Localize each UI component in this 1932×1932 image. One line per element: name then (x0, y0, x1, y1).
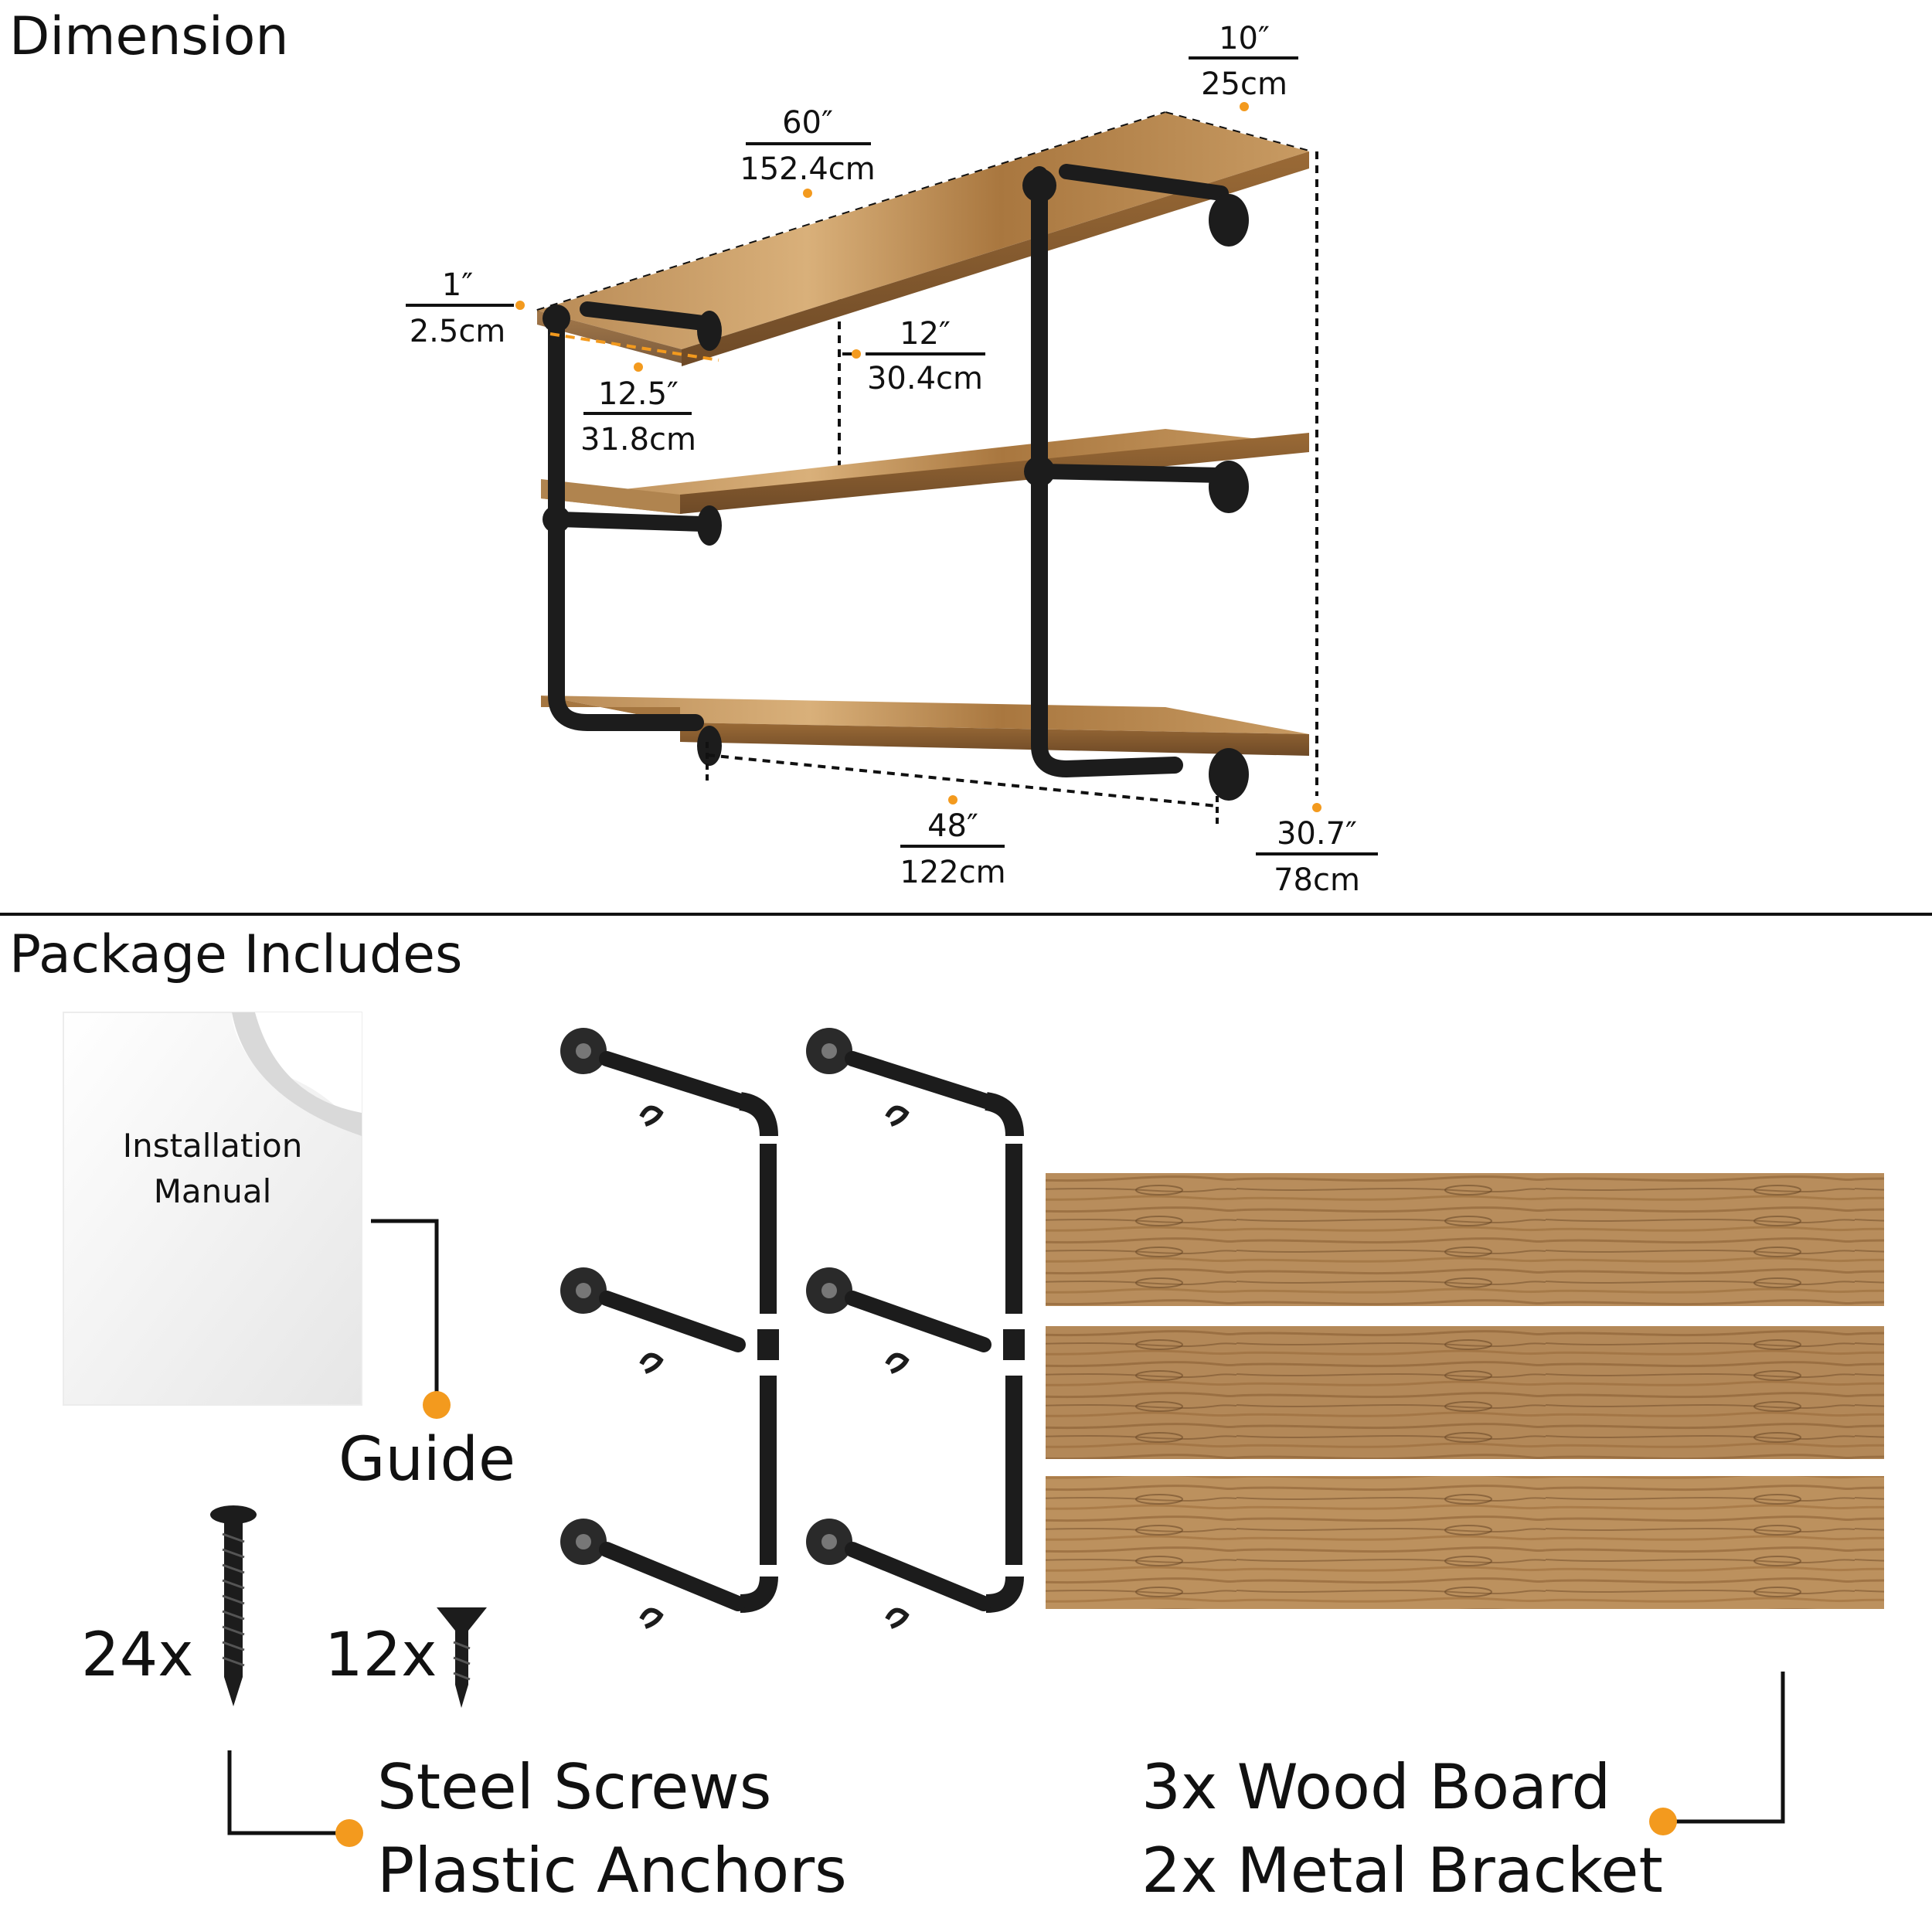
wood-label-line1: 3x Wood Board (1141, 1751, 1611, 1823)
long-screw-count: 24x (81, 1621, 193, 1690)
shelf-unit-illustration (536, 111, 1318, 827)
guide-leader-line (371, 1219, 439, 1397)
dim-spacing: 12″ 30.4cm (852, 316, 985, 396)
wood-board-3 (1046, 1476, 1884, 1609)
manual-title-line2: Manual (154, 1172, 272, 1210)
dim-thickness: 1″ 2.5cm (406, 267, 525, 349)
wood-boards (1046, 1173, 1884, 1609)
wood-board-1 (1046, 1173, 1884, 1306)
dim-length-imperial: 60″ (782, 105, 833, 141)
dim-thickness-metric: 2.5cm (410, 314, 506, 349)
package-title: Package Includes (9, 924, 462, 985)
dim-height: 30.7″ 78cm (1256, 803, 1378, 898)
guide-label: Guide (338, 1425, 515, 1495)
dim-depth-metric: 25cm (1201, 66, 1287, 102)
metal-bracket-parts (560, 1028, 1025, 1629)
short-screw-count: 12x (325, 1621, 437, 1690)
dim-depth: 10″ 25cm (1189, 21, 1298, 111)
dim-spacing-imperial: 12″ (900, 316, 951, 352)
dim-length: 60″ 152.4cm (740, 105, 876, 198)
manual-title-line1: Installation (123, 1127, 303, 1165)
dim-bracket-span-metric: 122cm (900, 855, 1005, 890)
screws-marker-dot (335, 1819, 363, 1847)
metal-bracket-frame (548, 164, 1229, 778)
dim-depth-imperial: 10″ (1219, 21, 1270, 56)
wood-board-2 (1046, 1326, 1884, 1459)
guide-marker-dot (423, 1391, 451, 1419)
shelf-middle (541, 429, 1309, 514)
installation-manual: Installation Manual (63, 1012, 362, 1406)
dim-length-metric: 152.4cm (740, 151, 875, 187)
bracket-set-right (806, 1028, 1025, 1629)
dimension-title: Dimension (9, 6, 288, 67)
wood-label-line2: 2x Metal Bracket (1141, 1835, 1663, 1906)
wall-flanges (543, 168, 1249, 801)
dim-bracket-span: 48″ 122cm (900, 795, 1006, 890)
dim-height-metric: 78cm (1274, 862, 1360, 898)
wood-marker-dot (1649, 1808, 1677, 1835)
long-screw-icon (210, 1505, 257, 1706)
dim-spacing-metric: 30.4cm (867, 361, 983, 396)
short-screw-icon (437, 1607, 487, 1708)
dim-bracket-metric: 31.8cm (580, 422, 696, 457)
dim-thickness-imperial: 1″ (442, 267, 473, 303)
dim-bracket-span-imperial: 48″ (927, 808, 978, 844)
screws-leader-line (227, 1750, 340, 1835)
dim-height-imperial: 30.7″ (1277, 816, 1357, 852)
screws-label-line2: Plastic Anchors (377, 1835, 847, 1906)
dim-bracket-imperial: 12.5″ (598, 376, 679, 412)
wood-leader-line (1673, 1672, 1785, 1824)
bracket-set-left (560, 1028, 779, 1629)
dim-bracket: 12.5″ 31.8cm (580, 362, 696, 457)
screws-label-line1: Steel Screws (377, 1751, 771, 1823)
